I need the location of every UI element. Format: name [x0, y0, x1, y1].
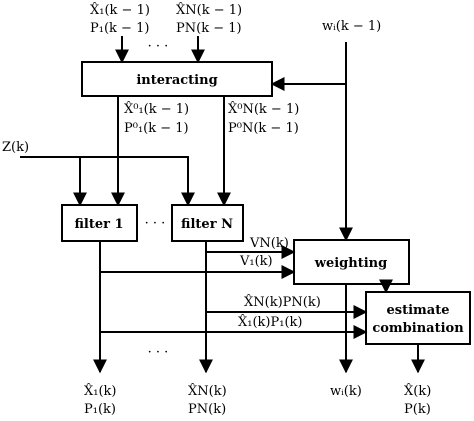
arrow-z-to-filter-1: [20, 156, 87, 207]
signal-x1-p1: X̂₁(k)P₁(k): [238, 314, 302, 330]
mixed-xn: X̂⁰N(k − 1): [228, 101, 299, 117]
filter-1-label: filter 1: [74, 217, 123, 232]
filter-n-label: filter N: [181, 217, 233, 232]
signal-vn: VN(k): [249, 236, 289, 251]
mixed-pn: P⁰N(k − 1): [228, 121, 299, 136]
estimate-label: estimate: [387, 303, 450, 318]
input-xn-prev: X̂N(k − 1): [176, 2, 242, 18]
filter-ellipsis: · · ·: [145, 216, 166, 231]
weighting-label: weighting: [314, 256, 387, 271]
interacting-block: interacting: [81, 61, 273, 97]
estimate-combination-block: estimate combination: [365, 291, 471, 345]
arrow-z-to-filter-n: [80, 156, 195, 207]
mixed-p1: P⁰₁(k − 1): [124, 121, 189, 136]
combination-label: combination: [372, 321, 464, 336]
input-z: Z(k): [2, 140, 29, 155]
signal-xn-pn: X̂N(k)PN(k): [244, 294, 321, 310]
output-x: X̂(k): [404, 383, 431, 399]
filter-n-block: filter N: [171, 204, 244, 242]
input-p1-prev: P₁(k − 1): [90, 21, 149, 36]
mixed-x1: X̂⁰₁(k − 1): [124, 101, 189, 117]
input-pn-prev: PN(k − 1): [176, 21, 242, 36]
input-x1-prev: X̂₁(k − 1): [90, 2, 150, 18]
weighting-block: weighting: [293, 239, 410, 285]
output-ellipsis: · · ·: [148, 345, 169, 360]
output-p1: P₁(k): [84, 402, 116, 417]
input-ellipsis: · · ·: [148, 39, 169, 54]
filter-1-block: filter 1: [61, 204, 138, 242]
signal-v1: V₁(k): [239, 254, 273, 269]
output-xn: X̂N(k): [188, 383, 227, 399]
input-w-prev: wᵢ(k − 1): [322, 19, 381, 34]
output-x1: X̂₁(k): [84, 383, 117, 399]
output-p: P(k): [404, 402, 431, 417]
output-w: wᵢ(k): [330, 384, 362, 399]
interacting-label: interacting: [136, 73, 217, 88]
output-pn: PN(k): [188, 402, 226, 417]
